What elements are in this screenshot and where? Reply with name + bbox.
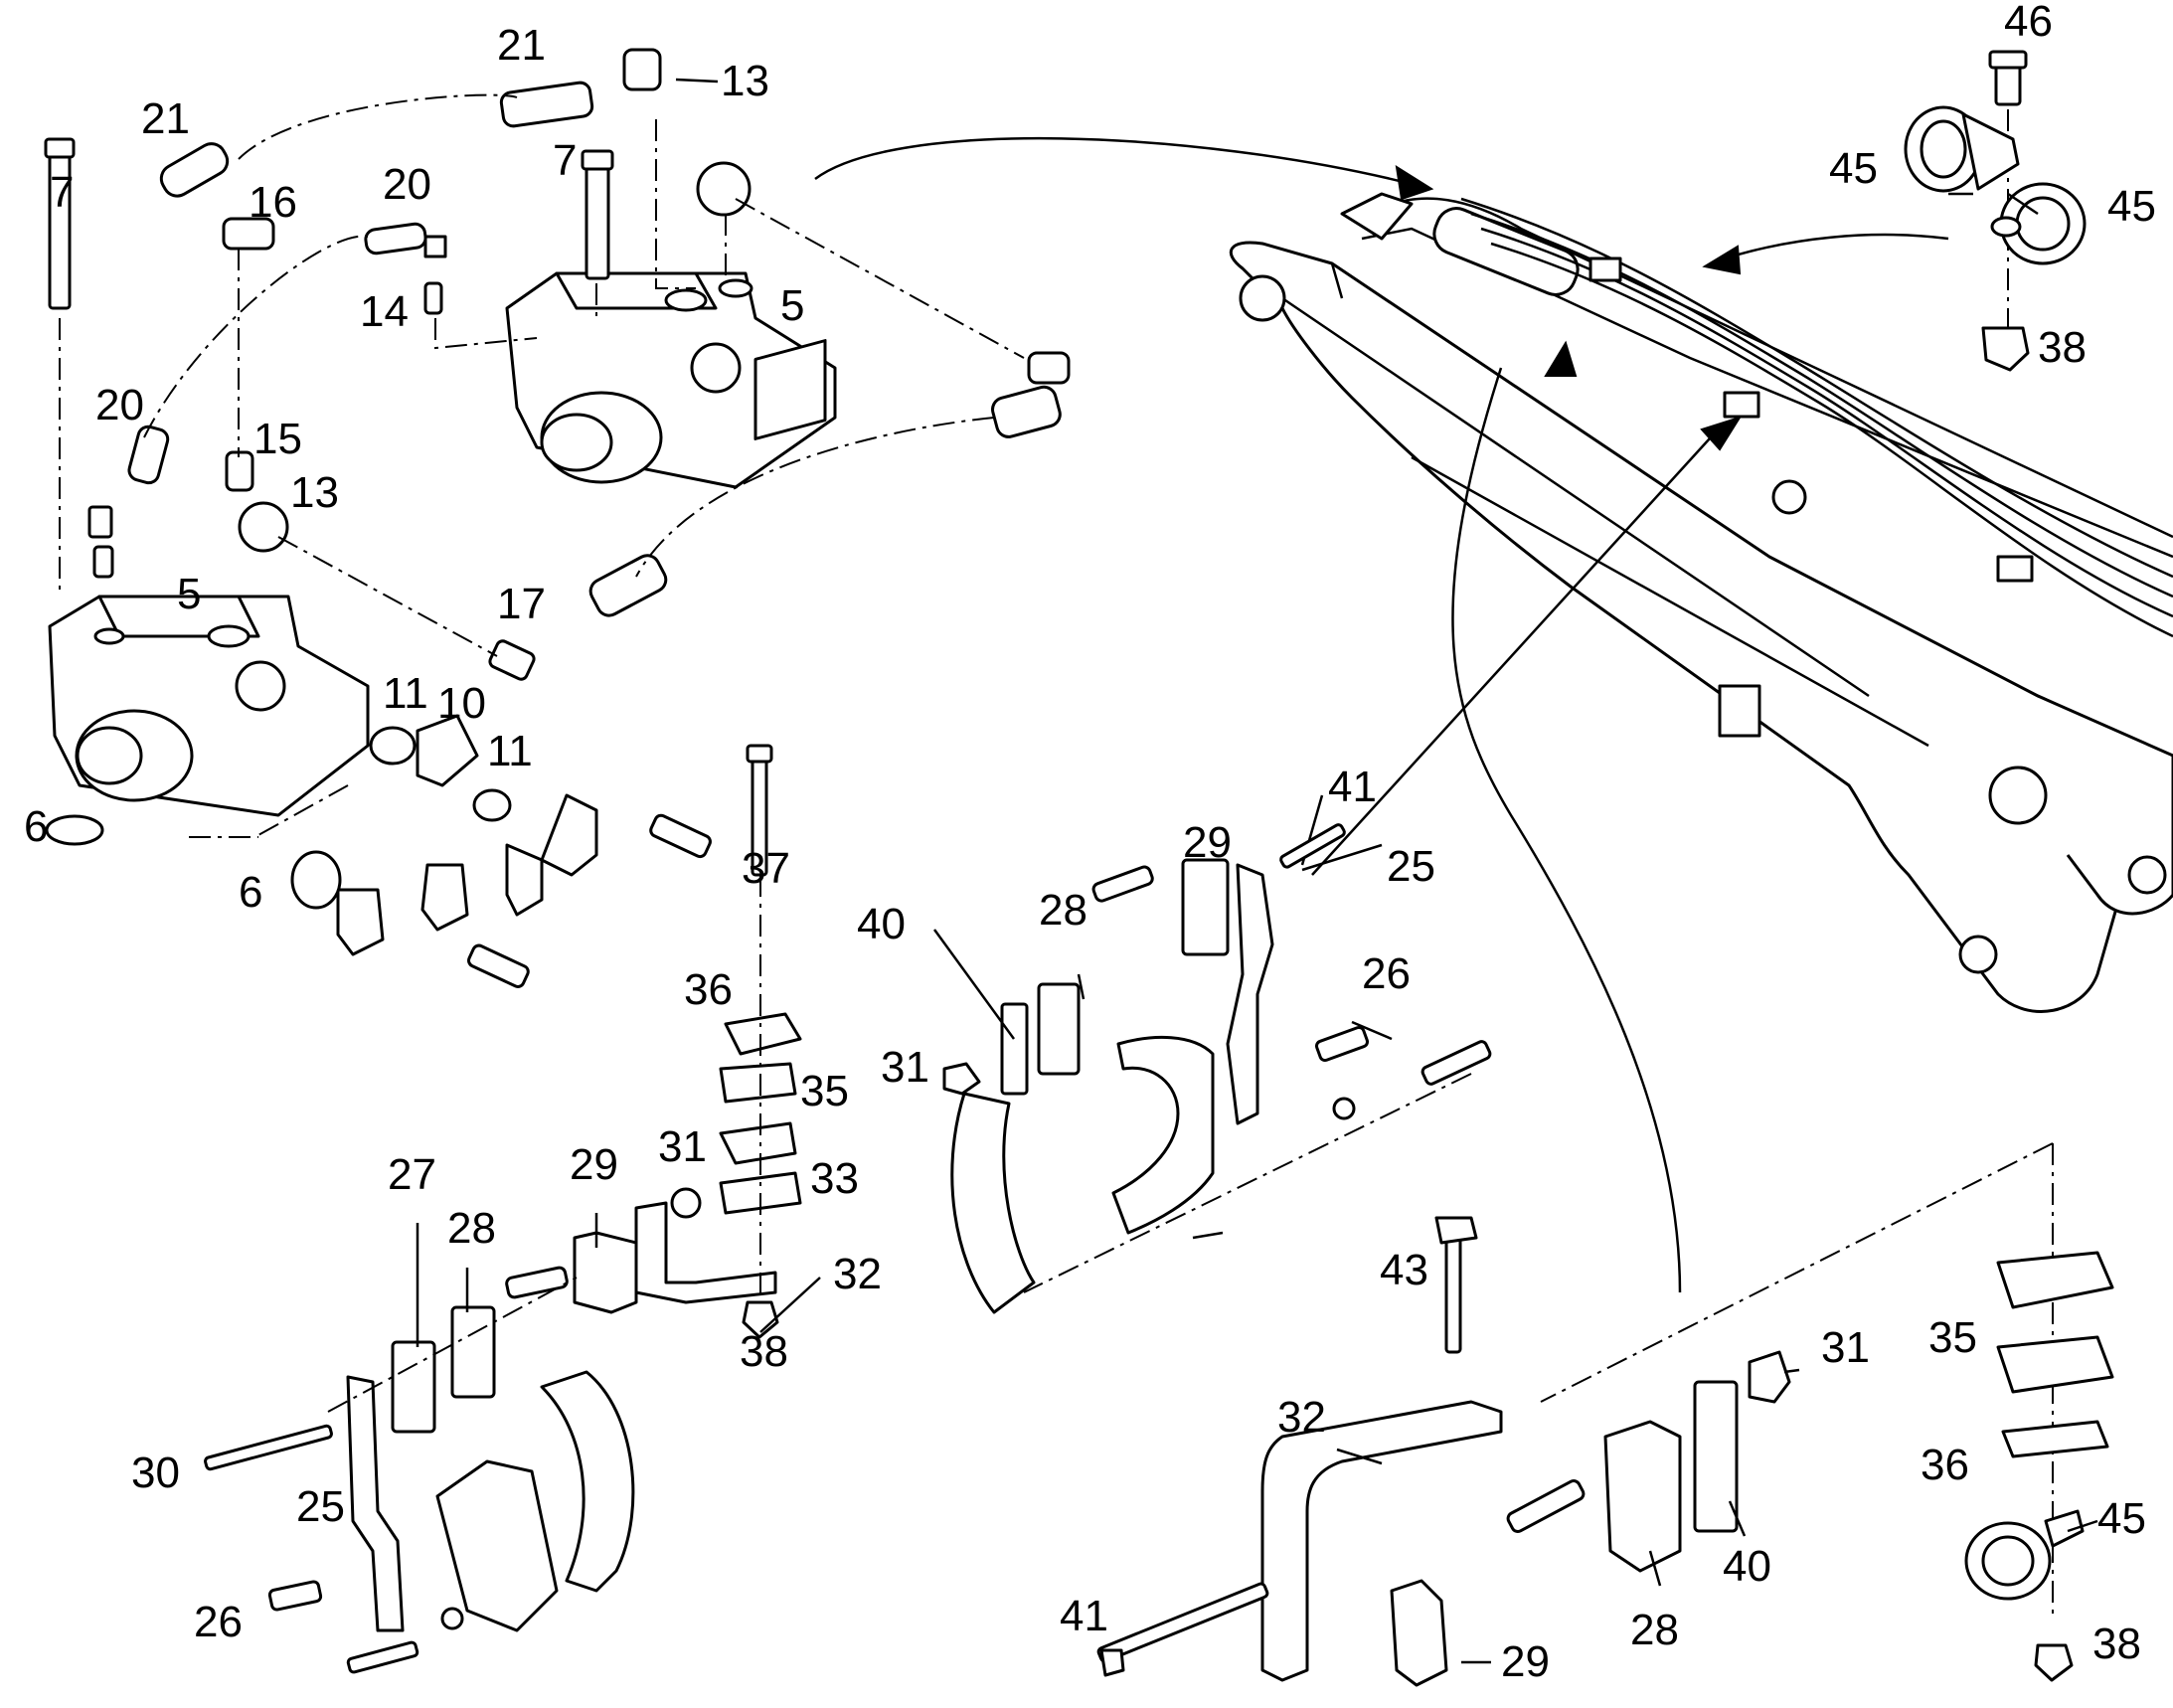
- callout-29: 29: [1501, 1637, 1550, 1686]
- callout-45: 45: [1829, 144, 1878, 193]
- callout-26: 26: [1362, 949, 1411, 998]
- callout-13: 13: [721, 57, 769, 105]
- callout-38: 38: [740, 1327, 788, 1376]
- callout-46: 46: [2004, 0, 2053, 46]
- valve-block-upper: [505, 271, 837, 489]
- clamp-assembly-top-right: [1904, 50, 2087, 372]
- callout-28: 28: [1630, 1606, 1679, 1654]
- callout-31: 31: [881, 1043, 929, 1092]
- callout-15: 15: [253, 415, 302, 463]
- callout-31: 31: [1821, 1323, 1870, 1372]
- callout-37: 37: [742, 844, 790, 893]
- callout-32: 32: [1277, 1393, 1326, 1442]
- callout-33: 33: [810, 1154, 859, 1203]
- callout-28: 28: [1039, 886, 1087, 935]
- flange-set: [45, 714, 712, 988]
- callout-40: 40: [857, 900, 906, 948]
- callout-27: 27: [388, 1150, 436, 1199]
- hose-route-20: [143, 235, 369, 438]
- hose-route-17: [635, 417, 995, 578]
- callout-35: 35: [1928, 1313, 1977, 1362]
- callout-20: 20: [95, 381, 144, 429]
- fitting-axis-14: [434, 318, 538, 350]
- callout-7: 7: [50, 168, 74, 217]
- hose-route-13-upper: [735, 198, 1025, 359]
- boom-assembly: [814, 136, 2173, 1293]
- fitting-axis-13: [655, 119, 696, 289]
- flange-axis: [257, 784, 349, 836]
- callout-35: 35: [800, 1067, 849, 1115]
- callout-32: 32: [833, 1250, 882, 1298]
- bracket-assembly-bottom-right: [1096, 1142, 2114, 1687]
- callout-45: 45: [2107, 182, 2156, 231]
- callout-36: 36: [1921, 1441, 1969, 1489]
- hose-route-13-lower: [277, 536, 498, 657]
- callout-10: 10: [437, 679, 486, 728]
- callout-36: 36: [684, 965, 733, 1014]
- leader-lines: [416, 78, 2098, 1664]
- callout-31: 31: [658, 1122, 707, 1171]
- callout-14: 14: [360, 287, 409, 336]
- fittings-and-hoses: [44, 48, 1071, 681]
- callout-11: 11: [383, 669, 428, 718]
- callout-21: 21: [497, 21, 546, 70]
- callout-38: 38: [2038, 323, 2087, 372]
- bracket-assembly-left: [204, 1231, 638, 1674]
- valve-block-lower: [48, 595, 370, 817]
- callout-38: 38: [2092, 1620, 2141, 1668]
- hose-route-21: [238, 93, 518, 160]
- callout-28: 28: [447, 1204, 496, 1253]
- callout-11: 11: [487, 727, 533, 775]
- callout-25: 25: [1387, 842, 1435, 891]
- callout-labels: 46 21 13 21 7 45 45 7 20 16 5 14 38 20 1…: [24, 0, 2156, 1686]
- callout-16: 16: [249, 178, 297, 227]
- callout-26: 26: [194, 1598, 243, 1646]
- callout-45: 45: [2097, 1494, 2146, 1543]
- callout-17: 17: [497, 580, 546, 628]
- callout-6: 6: [24, 802, 48, 851]
- callout-41: 41: [1328, 763, 1377, 811]
- callout-30: 30: [131, 1449, 180, 1497]
- callout-40: 40: [1723, 1542, 1771, 1591]
- callout-7: 7: [553, 136, 577, 185]
- callout-43: 43: [1380, 1246, 1428, 1294]
- callout-20: 20: [383, 160, 431, 209]
- callout-5: 5: [780, 281, 804, 330]
- callout-41: 41: [1060, 1592, 1108, 1640]
- bracket-assembly-center: [942, 823, 1492, 1314]
- callout-25: 25: [296, 1482, 345, 1531]
- callout-21: 21: [141, 94, 190, 143]
- callout-29: 29: [1183, 818, 1232, 867]
- clamp-stack-center: [634, 744, 802, 1339]
- callout-5: 5: [177, 570, 201, 618]
- callout-6: 6: [239, 868, 262, 917]
- callout-13: 13: [290, 468, 339, 517]
- callout-29: 29: [570, 1140, 618, 1189]
